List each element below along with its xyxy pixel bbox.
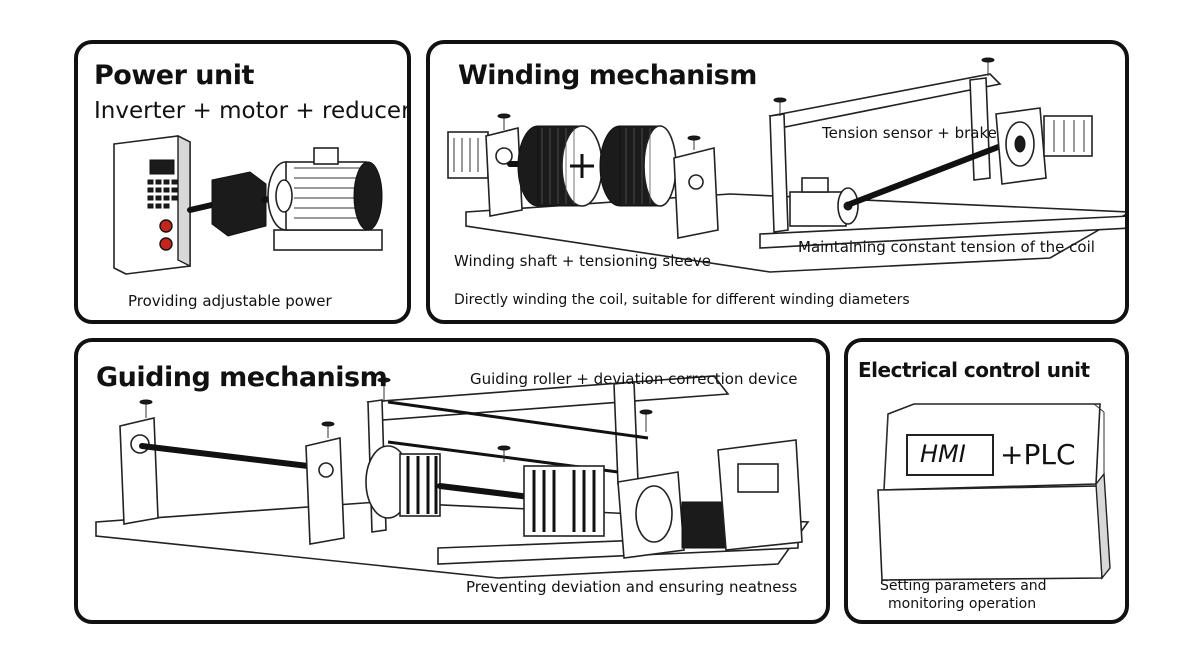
power-unit-panel: Power unit Inverter + motor + reducer Pr… xyxy=(74,40,411,324)
hmi-screen xyxy=(906,434,994,476)
winding-mechanism-panel: Winding mechanism Tension sensor + brake… xyxy=(426,40,1129,324)
electrical-caption-line1: Setting parameters and xyxy=(880,578,1047,594)
winding-mechanism-caption: Directly winding the coil, suitable for … xyxy=(454,292,910,308)
constant-tension-label: Maintaining constant tension of the coil xyxy=(798,238,1095,256)
power-unit-caption: Providing adjustable power xyxy=(128,292,332,310)
power-unit-subtitle: Inverter + motor + reducer xyxy=(94,98,411,124)
electrical-caption-line2: monitoring operation xyxy=(888,596,1037,612)
power-unit-illustration xyxy=(113,134,383,275)
guiding-mechanism-illustration xyxy=(95,375,810,579)
hmi-label: HMI xyxy=(920,440,966,468)
electrical-control-unit-title: Electrical control unit xyxy=(858,358,1090,382)
guiding-roller-label: Guiding roller + deviation correction de… xyxy=(470,370,798,388)
winding-mechanism-title: Winding mechanism xyxy=(458,60,757,91)
plc-label: +PLC xyxy=(1000,438,1076,471)
electrical-control-unit-panel: Electrical control unit HMI +PLC Setting… xyxy=(844,338,1129,624)
guiding-mechanism-caption: Preventing deviation and ensuring neatne… xyxy=(466,578,798,596)
guiding-mechanism-title: Guiding mechanism xyxy=(96,362,388,393)
power-unit-title: Power unit xyxy=(94,60,254,91)
tension-sensor-label: Tension sensor + brake xyxy=(822,124,997,142)
winding-mechanism-illustration xyxy=(447,57,1125,273)
winding-shaft-label: Winding shaft + tensioning sleeve xyxy=(454,252,711,270)
guiding-mechanism-panel: Guiding mechanism Guiding roller + devia… xyxy=(74,338,830,624)
